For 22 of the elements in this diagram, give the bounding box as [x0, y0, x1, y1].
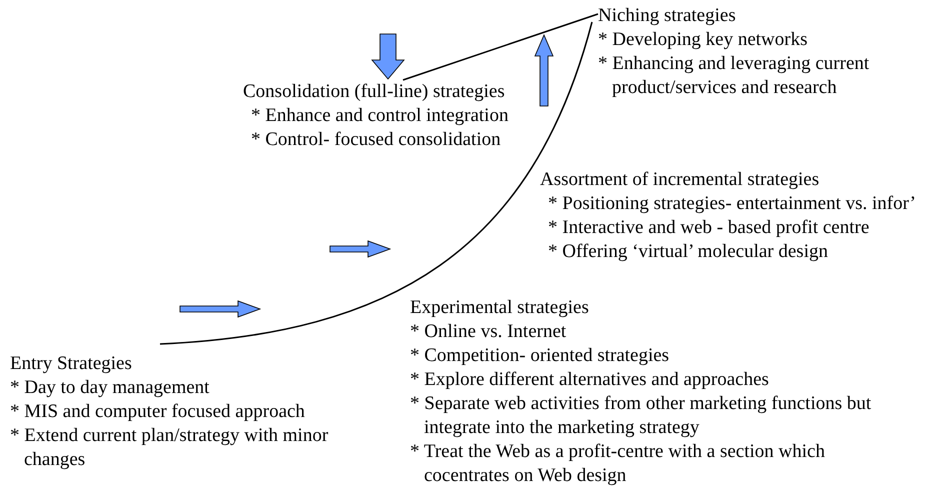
heading: Experimental strategies [410, 296, 590, 320]
bullet-item: * Interactive and web - based profit centre [548, 216, 870, 240]
bullet-item: * Enhancing and leveraging current product/services and research [598, 52, 870, 100]
bullet-item: * MIS and computer focused approach [10, 400, 306, 424]
bullet-item: * Separate web activities from other marketing functions but integrate into the marketing strategy [410, 392, 872, 440]
bullet-item: * Extend current plan/strategy with minor changes [10, 424, 330, 472]
heading: Assortment of incremental strategies [540, 168, 820, 192]
bullet-item: * Control- focused consolidation [251, 128, 502, 152]
heading: Consolidation (full-line) strategies [243, 80, 506, 104]
line [402, 13, 598, 81]
bullet-item: * Positioning strategies- entertainment vs. infor’ [548, 192, 917, 216]
heading: Entry Strategies [10, 352, 133, 376]
bullet-item: * Enhance and control integration [251, 104, 510, 128]
bullet-item: * Competition- oriented strategies [410, 344, 670, 368]
bullet-item: * Explore different alternatives and approaches [410, 368, 770, 392]
bullet-item: * Developing key networks [598, 28, 808, 52]
curve-line [160, 22, 593, 345]
heading: Niching strategies [598, 4, 737, 28]
bullet-item: * Day to day management [10, 376, 210, 400]
bullet-item: * Offering ‘virtual’ molecular design [548, 240, 829, 264]
bullet-item: * Online vs. Internet [410, 320, 568, 344]
bullet-item: * Treat the Web as a profit-centre with a section which cocentrates on Web design [410, 440, 826, 488]
